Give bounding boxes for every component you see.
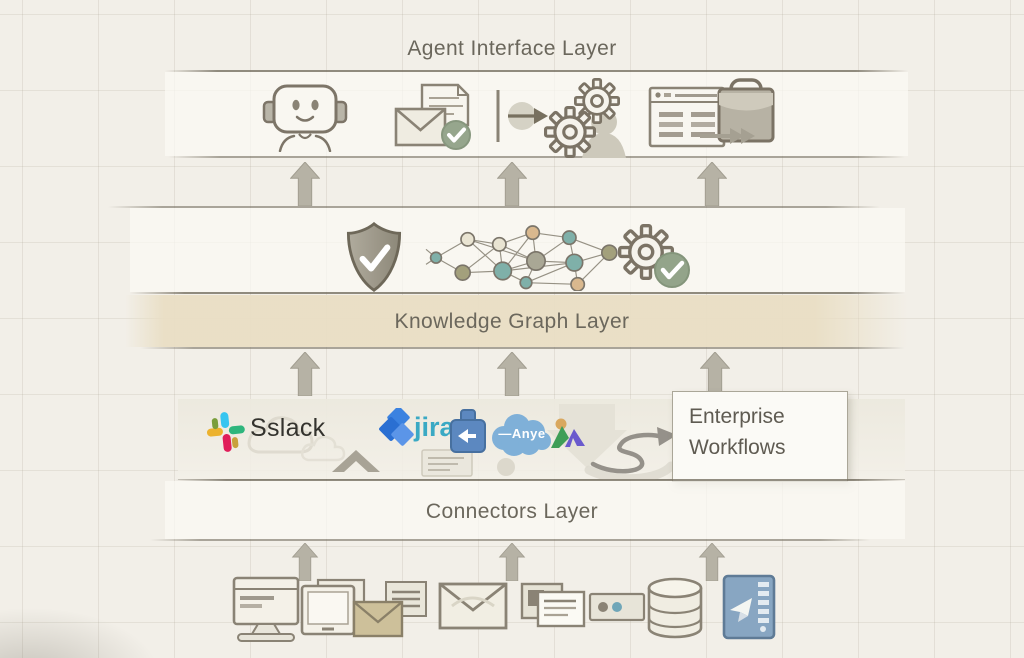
divider-line <box>108 206 880 208</box>
note-watermark-icon <box>421 449 473 477</box>
down-arrow-watermark-icon <box>547 404 627 468</box>
cloud-badge-label: —Anye <box>498 426 546 441</box>
tablet-mail-icon <box>300 578 427 638</box>
envelope-icon <box>438 582 508 630</box>
connectors-layer-band <box>165 481 905 539</box>
shield-check-icon <box>346 221 402 292</box>
curved-arrow-icon <box>584 427 677 480</box>
agent-layer-title: Agent Interface Layer <box>407 37 617 60</box>
knowledge-layer-title: Knowledge Graph Layer <box>394 310 630 333</box>
corner-shading <box>0 602 170 658</box>
robot-assistant-icon <box>262 84 348 152</box>
enterprise-workflows-box: Enterprise Workflows <box>672 391 848 482</box>
enterprise-box-line1: Enterprise <box>689 405 785 428</box>
up-arrow-icon <box>700 352 730 396</box>
clipboard-transfer-icon <box>717 78 775 143</box>
chevron-up-watermark-icon <box>332 450 380 472</box>
gears-user-icon <box>544 78 626 158</box>
mail-server-icon <box>722 574 776 640</box>
database-icon <box>647 577 703 639</box>
send-arrow-icon <box>496 90 548 142</box>
divider-line <box>140 347 905 349</box>
divider-line <box>168 156 905 158</box>
cloud-badge-icon <box>492 414 551 456</box>
divider-line <box>175 479 905 481</box>
drive-icon <box>551 418 585 448</box>
document-cards-icon <box>520 582 586 628</box>
up-arrow-icon <box>290 162 320 206</box>
divider-line <box>165 70 908 72</box>
up-arrow-icon <box>697 162 727 206</box>
import-bag-icon <box>450 409 486 453</box>
enterprise-box-line2: Workflows <box>689 436 786 459</box>
double-arrow-icon <box>700 128 755 144</box>
divider-line <box>150 539 870 541</box>
slack-icon <box>206 412 245 452</box>
graph-network-icon <box>425 225 618 291</box>
mail-check-icon <box>394 83 471 150</box>
jira-label: jira <box>414 412 455 442</box>
connectors-layer-title: Connectors Layer <box>425 500 599 523</box>
gear-check-icon <box>618 224 690 288</box>
up-arrow-icon <box>497 162 527 206</box>
slack-label: Sslack <box>250 414 326 442</box>
browser-window-icon <box>648 86 726 148</box>
jira-icon <box>379 408 414 446</box>
cloud-watermark-icon <box>247 416 346 462</box>
divider-line <box>130 292 905 294</box>
up-arrow-icon <box>290 352 320 396</box>
desktop-monitor-icon <box>232 576 300 642</box>
up-arrow-icon <box>499 543 525 581</box>
knowledge-layer-band <box>125 295 908 347</box>
node-watermark-icon <box>497 458 515 476</box>
up-arrow-icon <box>497 352 527 396</box>
server-bar-icon <box>588 592 646 622</box>
